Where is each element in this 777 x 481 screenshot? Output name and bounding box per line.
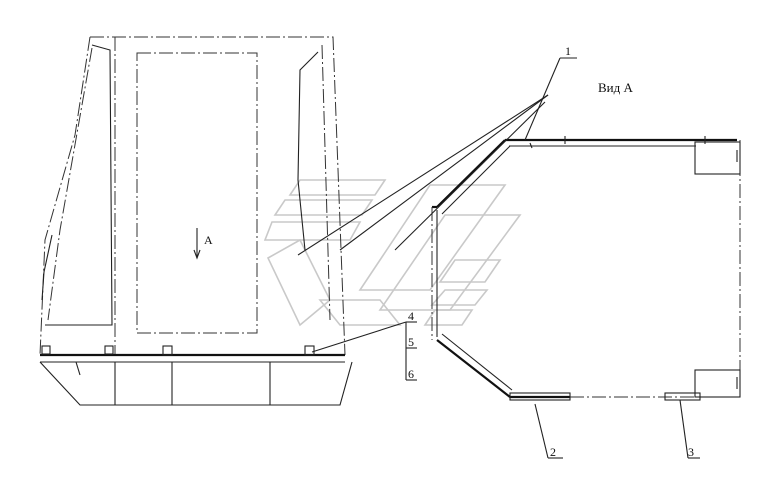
callout-1: 1 [565,44,571,58]
callout-4: 4 [408,309,414,323]
plan-view-a [431,136,741,401]
leader-lines [297,57,700,459]
callout-3: 3 [688,445,694,459]
view-title: Вид А [598,80,633,95]
cab-side-view [39,36,353,406]
callout-6: 6 [408,367,414,381]
callout-5: 5 [408,335,414,349]
watermark-logo [263,179,522,327]
view-arrow-label: A [204,233,213,247]
callout-2: 2 [550,445,556,459]
